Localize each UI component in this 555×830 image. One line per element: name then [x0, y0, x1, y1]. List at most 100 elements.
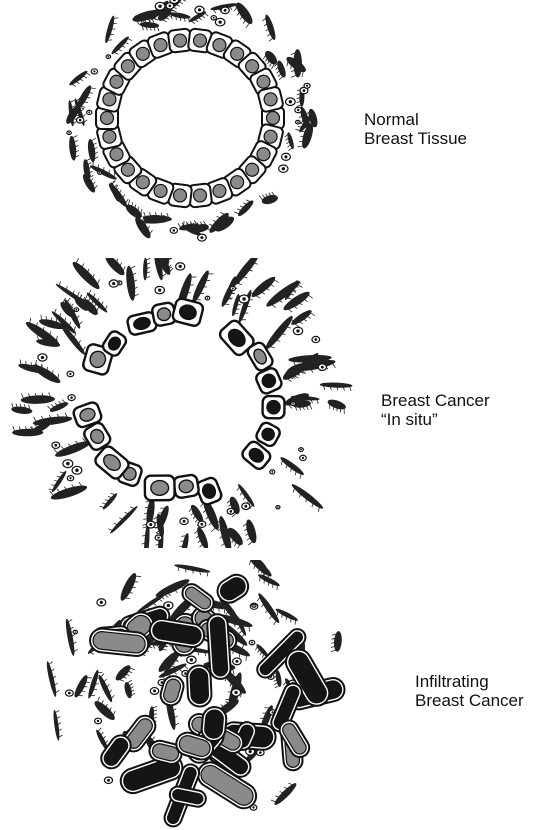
stroma-dot-core: [158, 288, 161, 291]
stroma-dot-core: [66, 462, 69, 465]
stroma-fiber: [12, 429, 43, 437]
stroma-dot-core: [259, 751, 262, 754]
stroma-hair: [268, 580, 269, 585]
cell-nucleus: [154, 184, 167, 197]
cell-nucleus: [173, 189, 186, 202]
stroma-dot-core: [112, 282, 115, 285]
cell-nucleus: [246, 60, 259, 73]
stroma-hair: [107, 40, 112, 41]
stroma-dot-core: [93, 70, 95, 72]
stroma-dot-core: [306, 85, 308, 87]
stroma-hair: [233, 313, 238, 314]
stroma-fiber: [249, 274, 277, 299]
stroma-dot-core: [235, 660, 238, 663]
stroma-dot-core: [321, 366, 324, 369]
stroma-hair: [90, 652, 95, 654]
label-line: Breast Cancer: [415, 691, 524, 710]
cell-nucleus: [213, 39, 226, 52]
stroma-dot-core: [184, 672, 187, 675]
stroma-hair: [234, 309, 239, 310]
stroma-dot-core: [296, 329, 299, 332]
stroma-dot-core: [252, 806, 254, 808]
stroma-dot-core: [75, 469, 78, 472]
stroma-hair: [282, 612, 283, 617]
stroma-dot-core: [271, 711, 273, 713]
cell-nucleus: [264, 130, 277, 143]
stroma-hair: [277, 610, 278, 615]
stroma-dot-core: [149, 523, 152, 526]
stroma-dot-core: [169, 4, 172, 7]
stroma-dot-core: [158, 5, 161, 8]
label-line: Breast Cancer: [381, 391, 490, 410]
stroma-dot-core: [271, 471, 273, 473]
cell-nucleus: [103, 130, 116, 143]
stroma-dot-core: [97, 720, 99, 722]
stroma-dot-core: [173, 229, 176, 232]
stroma-dot-core: [190, 658, 193, 661]
stroma-dot-core: [108, 56, 110, 58]
stroma-dot-core: [253, 605, 254, 606]
stroma-dot-core: [230, 510, 233, 513]
stroma-hair: [127, 680, 132, 684]
stroma-dot-core: [54, 444, 57, 447]
stroma-hair: [277, 585, 278, 590]
stroma-hair: [259, 195, 263, 201]
stroma-fiber: [49, 400, 70, 413]
stroma-hair: [269, 37, 274, 41]
stroma-dot-core: [200, 523, 203, 526]
stroma-dot-core: [183, 520, 186, 523]
stroma-hair: [248, 541, 254, 545]
stroma-hair: [242, 623, 243, 630]
stroma-dot-core: [300, 449, 302, 451]
stroma-dot-core: [289, 100, 292, 103]
stroma-hair: [260, 576, 261, 581]
stroma-hair: [184, 665, 188, 669]
stroma-dot-core: [41, 356, 44, 359]
stroma-dot-core: [167, 604, 170, 607]
label-infiltrating-breast-cancer: Infiltrating Breast Cancer: [415, 672, 524, 710]
stroma-dot-core: [244, 505, 247, 508]
stroma-dot-core: [234, 691, 237, 694]
cell-nucleus: [257, 148, 270, 161]
cell-nucleus: [154, 39, 167, 52]
stroma-dot-core: [153, 689, 156, 692]
label-breast-cancer-in-situ: Breast Cancer “In situ”: [381, 391, 490, 429]
infiltrating-cancer-illustration: [0, 560, 380, 830]
stroma-dot-core: [70, 396, 73, 399]
stroma-dot-core: [88, 112, 90, 114]
stroma-dot-core: [302, 457, 304, 459]
stroma-hair: [255, 646, 257, 651]
stroma-fiber: [263, 14, 277, 41]
cell-nucleus: [151, 480, 169, 495]
stroma-dot-core: [69, 477, 71, 479]
stroma-dot-core: [200, 236, 203, 239]
cell-nucleus: [264, 93, 277, 106]
stroma-dot-core: [251, 642, 253, 644]
cell-nucleus: [231, 176, 244, 189]
stroma-hair: [237, 486, 240, 490]
stroma-dot-core: [284, 155, 287, 158]
stroma-dot-core: [179, 265, 182, 268]
stroma-dot-core: [207, 297, 209, 299]
cell-nucleus: [213, 184, 226, 197]
label-normal-breast-tissue: Normal Breast Tissue: [364, 110, 467, 148]
cell-nucleus: [194, 34, 207, 47]
cell-nucleus: [231, 47, 244, 60]
stroma-dot-core: [75, 631, 77, 633]
stroma-dot-core: [224, 9, 227, 12]
stroma-hair: [273, 582, 274, 587]
stroma-hair: [295, 619, 296, 624]
stroma-dot-core: [314, 338, 317, 341]
atypical-cell-ring: [72, 297, 285, 506]
stroma-dot-core: [157, 536, 159, 538]
cell-nucleus: [194, 189, 207, 202]
stroma-dot-core: [99, 172, 100, 173]
stroma-hair: [110, 29, 115, 30]
cell-nucleus: [246, 163, 259, 176]
cell-nucleus: [257, 75, 270, 88]
label-line: Normal: [364, 110, 467, 129]
label-line: “In situ”: [381, 410, 490, 429]
stroma-hair: [113, 18, 118, 19]
stroma-hair: [236, 305, 241, 306]
stroma-hair: [264, 578, 265, 583]
